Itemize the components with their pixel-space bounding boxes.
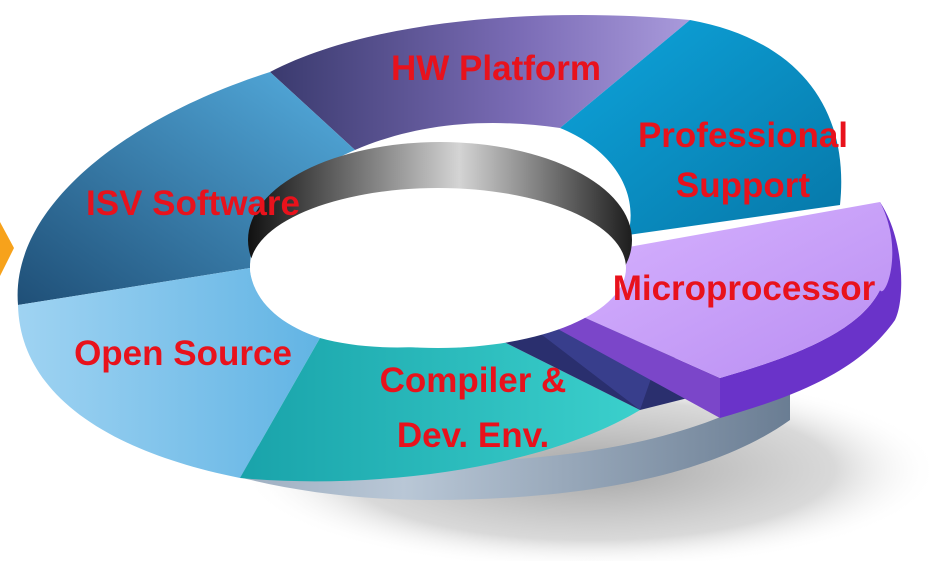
segment-compiler-dev-env xyxy=(240,335,640,482)
label-hw-platform: HW Platform xyxy=(391,49,601,88)
segment-microprocessor-edge xyxy=(720,202,902,418)
segment-hw-platform xyxy=(270,15,690,150)
segment-microprocessor xyxy=(545,202,893,378)
orange-arrow-tip xyxy=(0,222,14,276)
ring-hole xyxy=(250,188,626,348)
segment-professional-support xyxy=(560,20,842,235)
label-open-source: Open Source xyxy=(74,334,292,373)
segment-microprocessor-side xyxy=(545,300,720,418)
label-microprocessor: Microprocessor xyxy=(613,269,876,308)
label-isv-software: ISV Software xyxy=(86,184,300,223)
segment-isv-software xyxy=(17,72,356,305)
label-professional: Professional xyxy=(638,116,848,155)
segment-open-source xyxy=(18,268,320,478)
label-compiler: Compiler & xyxy=(380,361,567,400)
label-support: Support xyxy=(676,166,810,205)
label-dev-env: Dev. Env. xyxy=(397,416,549,455)
